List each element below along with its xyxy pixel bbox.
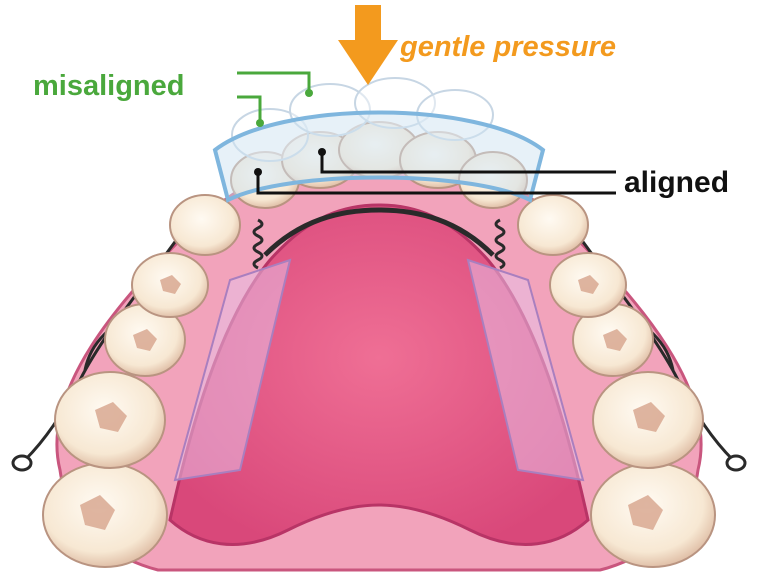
- aligned-label: aligned: [624, 166, 729, 200]
- aligned-dot-2: [254, 168, 262, 176]
- aligned-dot-1: [318, 148, 326, 156]
- left-wire-end: [13, 456, 31, 470]
- misaligned-dot-2: [256, 119, 264, 127]
- pressure-arrow: [338, 5, 398, 85]
- misaligned-dot-1: [305, 89, 313, 97]
- right-wire-end: [727, 456, 745, 470]
- gentle-pressure-label: gentle pressure: [400, 31, 616, 64]
- misaligned-label: misaligned: [33, 70, 185, 103]
